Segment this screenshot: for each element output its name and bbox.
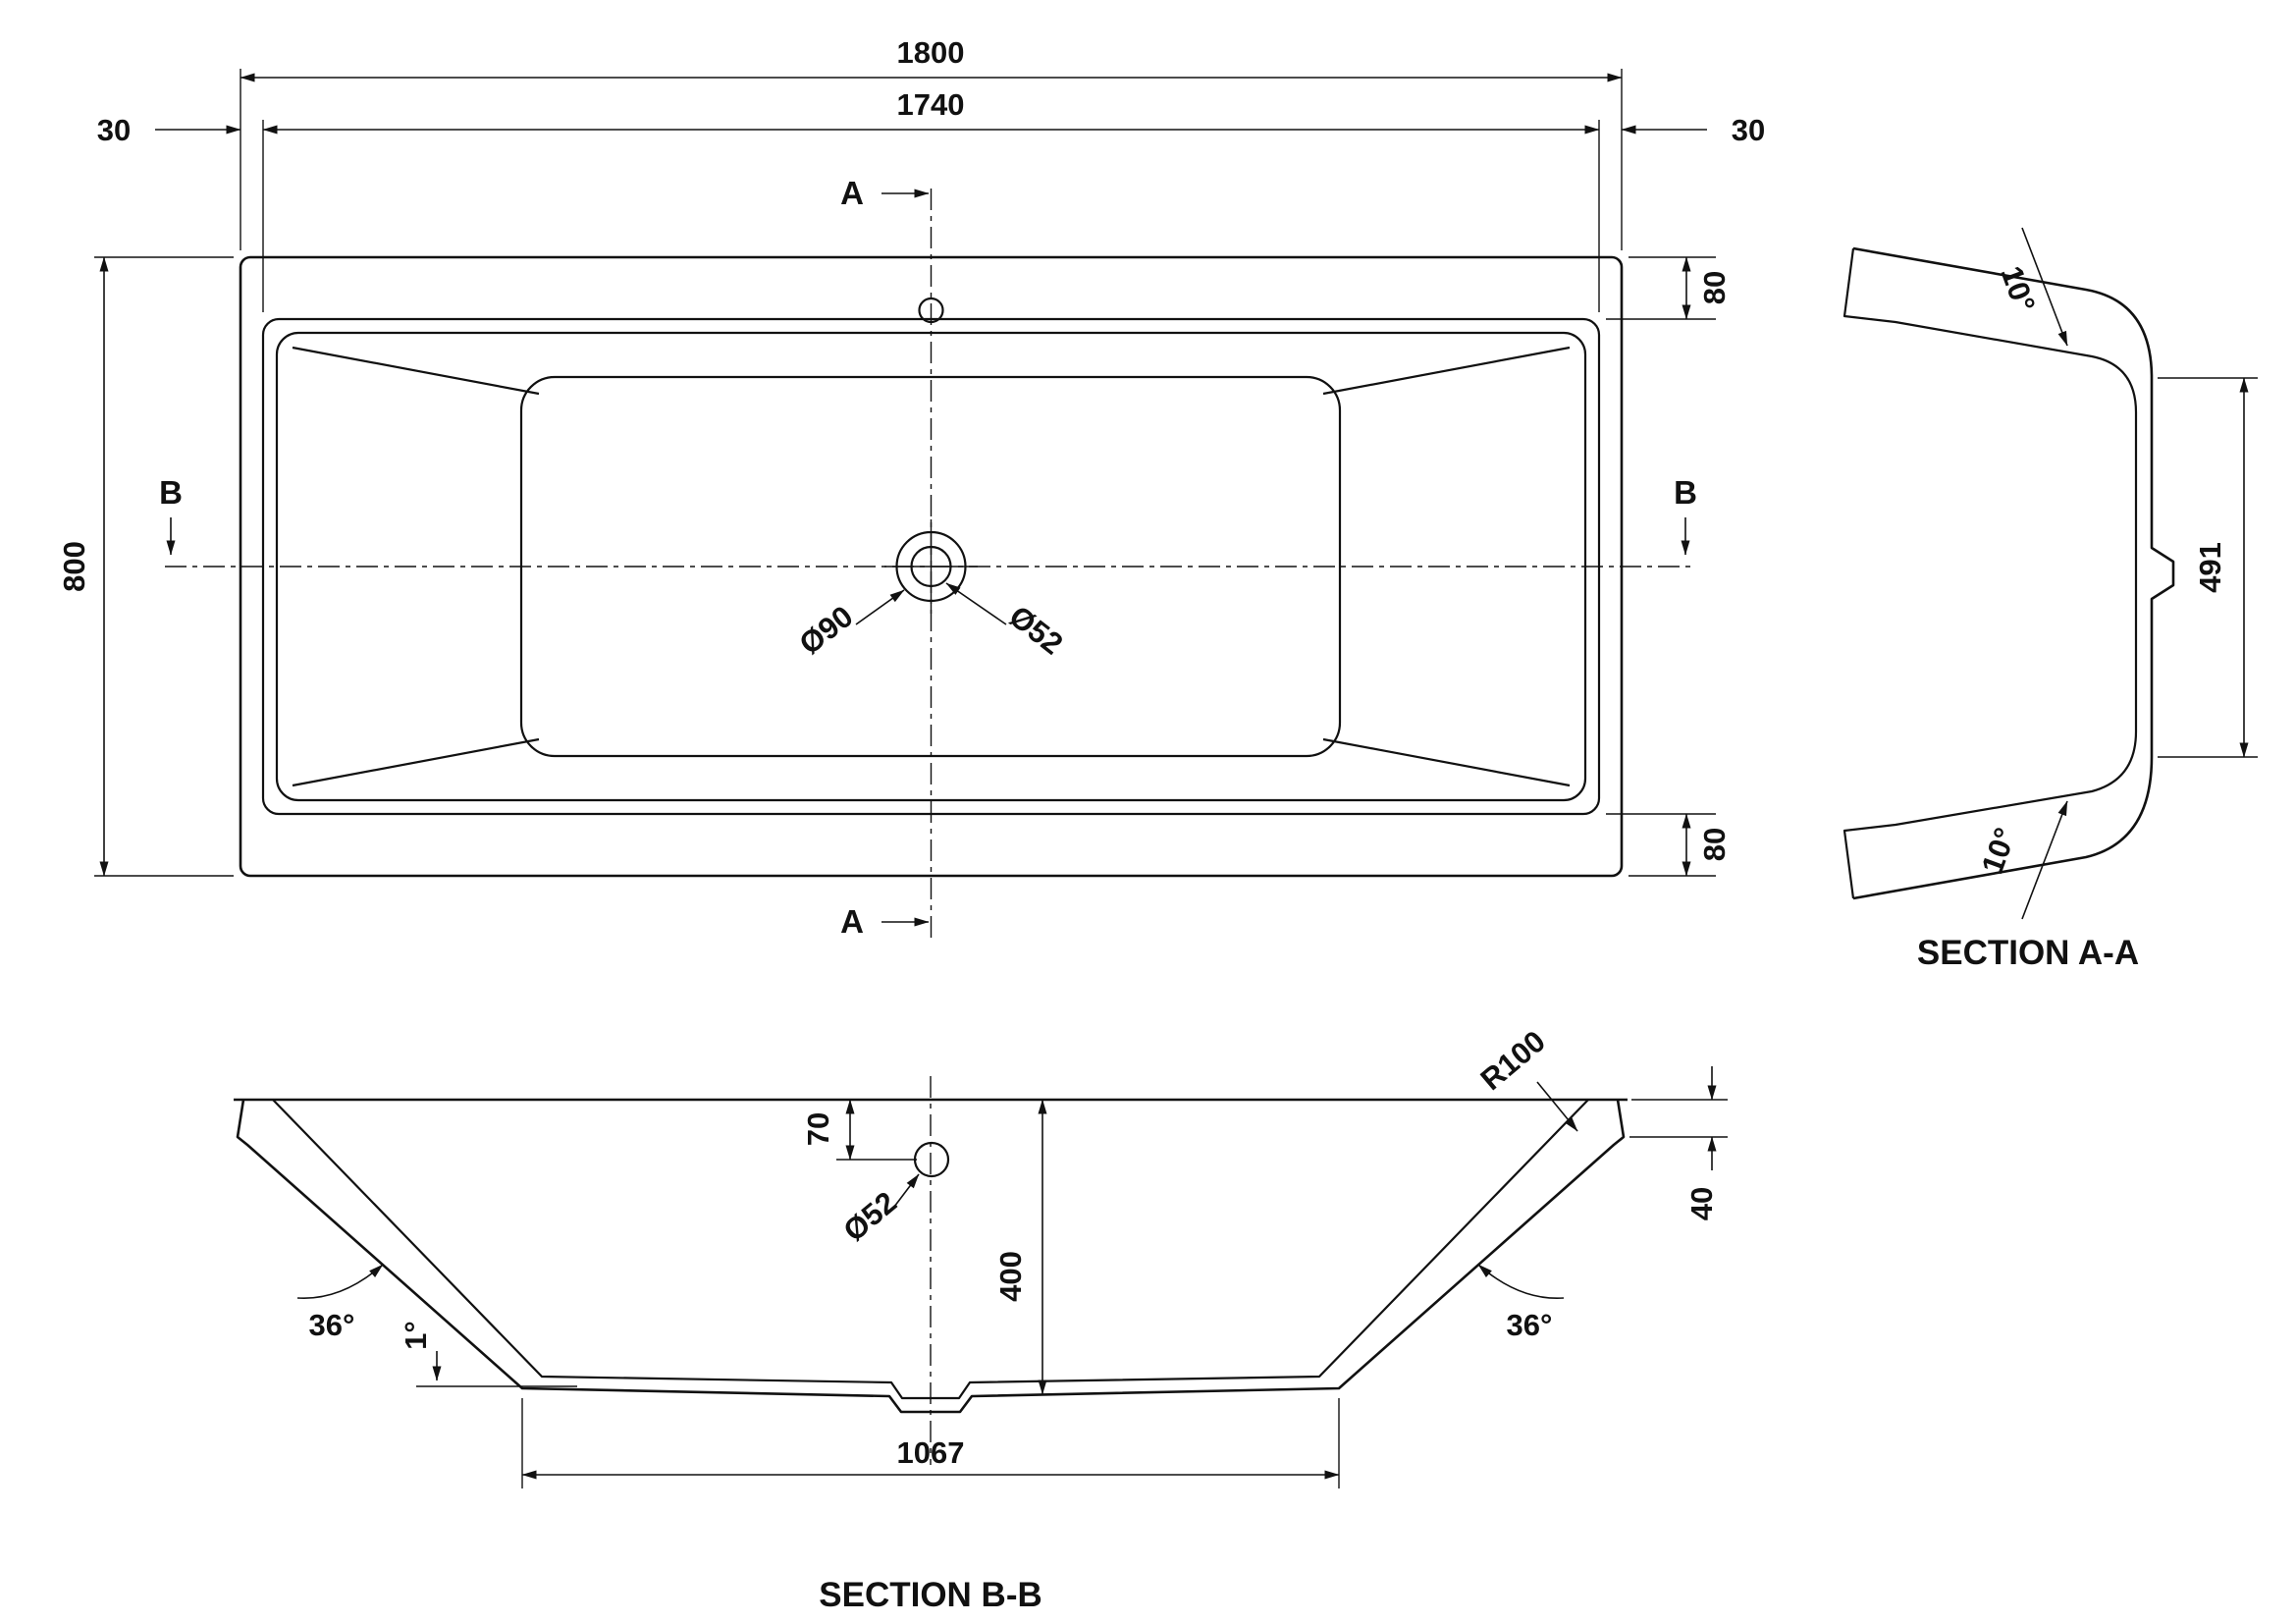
dim-overall-length: 1800 (897, 35, 965, 70)
dim-base-length: 1067 (897, 1435, 965, 1470)
dim-wall-angle-right: 36° (1507, 1308, 1553, 1342)
dim-edge-left: 30 (97, 113, 131, 147)
dim-800-extensions (94, 256, 234, 877)
dim-rim-drop: 40 (1684, 1187, 1719, 1220)
section-marker-b-right: B (1674, 474, 1697, 511)
dim-10-bottom-leader (2021, 800, 2068, 920)
dim-1800-extensions (240, 69, 1623, 250)
dim-depth: 400 (993, 1251, 1028, 1302)
dim-overall-width: 800 (57, 541, 91, 592)
dim-80-top-extensions (1606, 256, 1716, 320)
section-marker-a-bottom: A (840, 903, 864, 940)
plan-view: 1800 1740 30 30 800 80 80 Ø90 Ø52 A A B (57, 35, 1765, 941)
dim-drain-outer: Ø90 (793, 599, 860, 662)
section-aa-title: SECTION A-A (1917, 934, 2139, 972)
dim-d90-leader (855, 589, 905, 625)
section-bb-title: SECTION B-B (819, 1576, 1042, 1614)
section-marker-a-top: A (840, 175, 864, 211)
dim-d52-leader (945, 582, 1007, 625)
dim-wall-angle-top: 10° (1994, 261, 2042, 316)
dim-overflow-offset: 70 (801, 1112, 835, 1146)
section-aa-outer-profile (1852, 246, 2175, 900)
dim-base-width: 491 (2193, 542, 2227, 593)
dim-10-top-leader (2021, 227, 2068, 347)
dim-overflow-d52-leader (890, 1173, 920, 1212)
dim-drain-inner: Ø52 (1003, 599, 1070, 662)
dim-40-extensions (1629, 1099, 1728, 1138)
dim-36-right-arc (1477, 1264, 1565, 1299)
dim-rim-bottom: 80 (1697, 828, 1732, 861)
dim-edge-right: 30 (1732, 113, 1765, 147)
section-aa-inner-profile (1842, 247, 2138, 899)
section-bb-view: 70 Ø52 400 40 R100 36° 36° 1° 1067 SECTI… (234, 1024, 1728, 1614)
dim-inner-length: 1740 (897, 87, 965, 122)
dim-rim-top: 80 (1697, 271, 1732, 304)
dim-overflow-dia: Ø52 (837, 1185, 903, 1248)
dim-r100-leader (1536, 1081, 1578, 1132)
section-marker-b-left: B (159, 474, 183, 511)
section-aa-view: 10° 10° 491 SECTION A-A (1842, 227, 2258, 972)
section-bb-overflow-hole (913, 1141, 950, 1178)
dim-floor-slope: 1° (399, 1321, 433, 1350)
dim-36-left-arc (296, 1264, 384, 1299)
dim-wall-angle-left: 36° (309, 1308, 355, 1342)
dim-1740-extensions (262, 120, 1600, 312)
dim-80-bottom-extensions (1606, 813, 1716, 877)
plan-corner-slopes (292, 346, 1571, 787)
